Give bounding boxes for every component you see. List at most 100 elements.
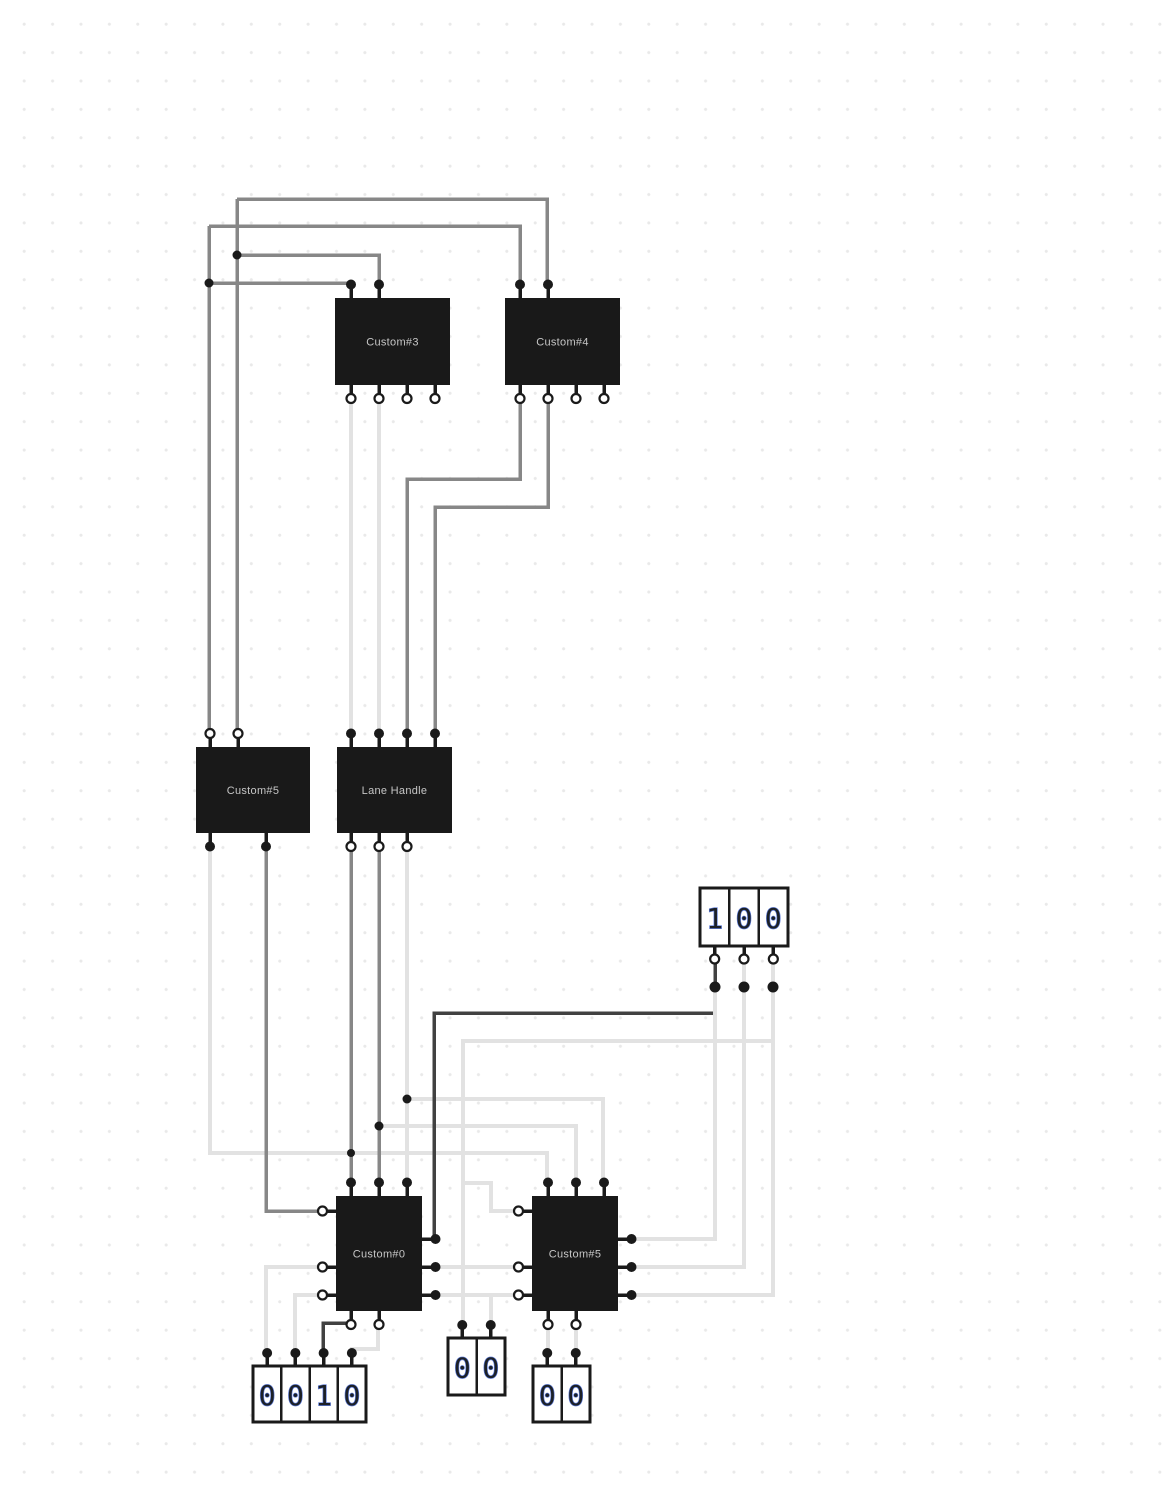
wire-low[interactable] — [407, 1097, 605, 1182]
wire-low[interactable] — [634, 987, 717, 1241]
pin-dot — [374, 728, 384, 739]
wire-low[interactable] — [264, 1265, 322, 1352]
block-label: Custom#3 — [366, 337, 419, 349]
wire-bus[interactable] — [237, 197, 549, 284]
block-custom4[interactable]: Custom#4 — [505, 279, 620, 405]
pin-dot — [626, 1234, 637, 1244]
wire-low[interactable] — [634, 987, 775, 1297]
pin-circle — [373, 840, 385, 853]
cell-value[interactable]: 0 — [735, 901, 753, 935]
pin-dot — [290, 1348, 301, 1358]
wire-low[interactable] — [634, 987, 746, 1269]
cell-value[interactable]: 1 — [706, 901, 724, 935]
block-body[interactable] — [335, 298, 450, 385]
wire-low[interactable] — [293, 1293, 322, 1352]
pin-dot — [626, 1290, 637, 1300]
block-label: Custom#5 — [227, 785, 280, 797]
pin-dot — [430, 728, 440, 739]
wire-low[interactable] — [463, 1181, 517, 1213]
cell-value[interactable]: 0 — [453, 1351, 471, 1385]
pin-circle — [316, 1289, 329, 1301]
wire-bus[interactable] — [209, 224, 522, 284]
junction-dot — [204, 278, 214, 288]
pin-dot — [571, 1177, 581, 1188]
cell-value[interactable]: 0 — [482, 1351, 500, 1385]
pin-circle — [373, 392, 385, 405]
pin-circle — [514, 392, 526, 405]
pin-dot — [543, 279, 553, 290]
pin-circle — [767, 953, 779, 965]
pin-dot — [430, 1262, 441, 1272]
cell-value[interactable]: 0 — [258, 1378, 276, 1412]
pin-circle — [345, 840, 357, 853]
junction-dot — [347, 1149, 355, 1157]
junction-dot — [232, 250, 242, 260]
pin-circle — [316, 1205, 329, 1217]
pin-circle — [429, 392, 441, 405]
pin-circle — [570, 1318, 582, 1331]
wire-bus[interactable] — [264, 846, 318, 1213]
wire-bus[interactable] — [405, 400, 522, 729]
pin-circle — [401, 840, 413, 853]
block-body[interactable] — [505, 298, 620, 385]
pin-dot — [346, 1177, 356, 1188]
pin-dot — [261, 841, 271, 852]
wire-bus[interactable] — [433, 400, 550, 729]
wire-low[interactable] — [379, 1124, 578, 1182]
block-custom0[interactable]: Custom#0 — [316, 1177, 441, 1331]
wire-bus[interactable] — [209, 281, 353, 285]
pin-dot — [402, 1177, 412, 1188]
pin-dot — [457, 1320, 468, 1330]
wire-low[interactable] — [350, 1326, 380, 1352]
pin-dot — [515, 279, 525, 290]
junction-dot — [767, 981, 779, 993]
junction-dot — [402, 1094, 412, 1104]
wire-bus[interactable] — [237, 253, 381, 284]
pin-dot — [430, 1290, 441, 1300]
block-label: Lane Handle — [362, 785, 428, 797]
cell-value[interactable]: 0 — [286, 1378, 304, 1412]
cell-value[interactable]: 1 — [315, 1378, 333, 1412]
block-body[interactable] — [532, 1196, 618, 1311]
wire-high[interactable] — [432, 1011, 713, 1239]
pin-circle — [542, 392, 554, 405]
wire-low[interactable] — [461, 1039, 773, 1325]
pin-dot — [374, 1177, 384, 1188]
wire-high[interactable] — [321, 1321, 347, 1352]
pin-circle — [570, 392, 582, 405]
pin-circle — [345, 392, 357, 405]
pin-circle — [316, 1261, 329, 1273]
block-custom5-mid[interactable]: Custom#5 — [196, 727, 310, 852]
pin-circle — [709, 953, 721, 965]
block-custom3[interactable]: Custom#3 — [335, 279, 450, 405]
cell-value[interactable]: 0 — [343, 1378, 361, 1412]
pin-circle — [345, 1318, 357, 1331]
block-custom5-br[interactable]: Custom#5 — [512, 1177, 637, 1331]
cell-value[interactable]: 0 — [764, 901, 782, 935]
pin-circle — [512, 1289, 525, 1301]
pin-dot — [430, 1234, 441, 1244]
block-lane-handle[interactable]: Lane Handle — [337, 728, 452, 853]
pin-dot — [346, 279, 356, 290]
pin-circle — [738, 953, 750, 965]
pin-dot — [205, 841, 215, 852]
pin-dot — [346, 728, 356, 739]
cell-value[interactable]: 0 — [567, 1378, 585, 1412]
pin-circle — [598, 392, 610, 405]
block-body[interactable] — [337, 747, 452, 833]
pin-circle — [512, 1261, 525, 1273]
pin-dot — [262, 1348, 273, 1358]
value-box-body[interactable] — [698, 886, 790, 948]
pin-dot — [402, 728, 412, 739]
block-label: Custom#4 — [536, 337, 589, 349]
block-body[interactable] — [196, 747, 310, 833]
pin-dot — [485, 1320, 496, 1330]
cell-value[interactable]: 0 — [538, 1378, 556, 1412]
block-body[interactable] — [336, 1196, 422, 1311]
block-label: Custom#0 — [353, 1249, 406, 1261]
